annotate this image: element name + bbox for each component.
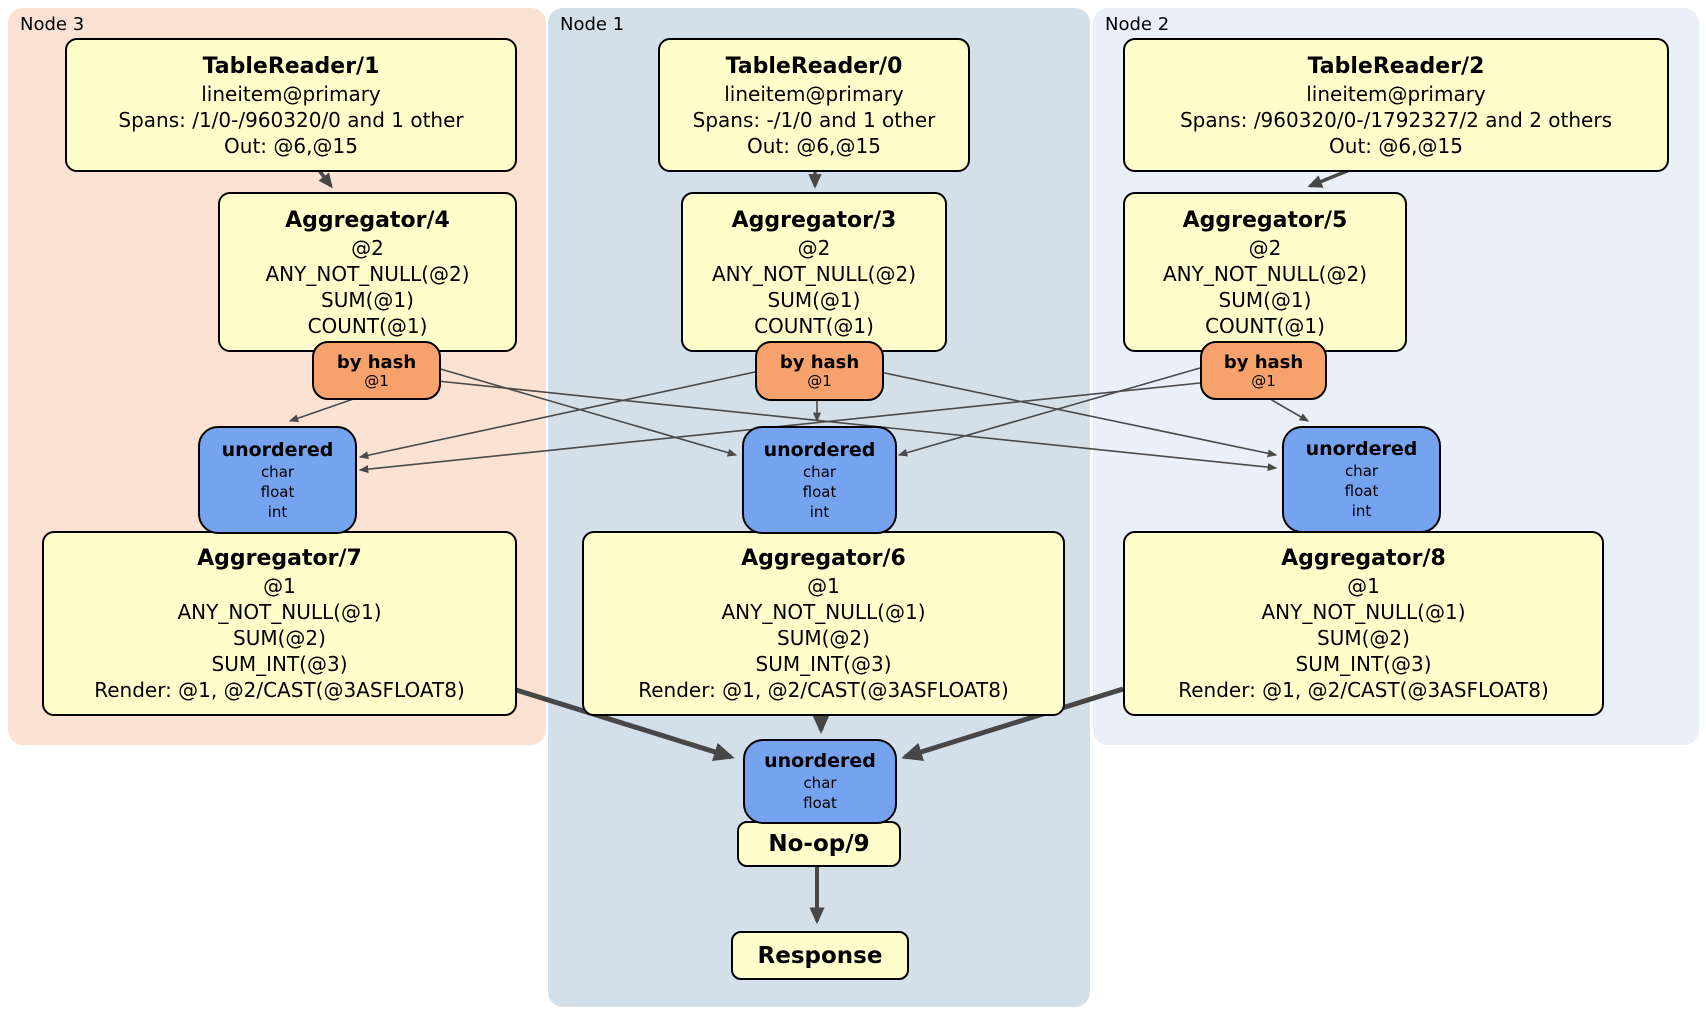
processor-detail: ANY_NOT_NULL(@1): [177, 600, 382, 624]
processor-detail: lineitem@primary: [201, 81, 381, 106]
processor-title: Aggregator/5: [1182, 207, 1348, 233]
router-by-hash-node2: by hash @1: [1200, 341, 1327, 400]
sync-detail: float: [803, 794, 837, 812]
processor-detail: @1: [807, 574, 840, 598]
router-title: by hash: [1223, 351, 1304, 373]
processor-title: TableReader/0: [725, 53, 903, 79]
processor-title: TableReader/2: [1307, 53, 1485, 79]
sync-unordered-node2: unordered char float int: [1282, 426, 1441, 533]
processor-aggregator-3: Aggregator/3 @2 ANY_NOT_NULL(@2) SUM(@1)…: [681, 192, 947, 352]
sync-unordered-final: unordered char float: [743, 739, 897, 824]
processor-aggregator-6: Aggregator/6 @1 ANY_NOT_NULL(@1) SUM(@2)…: [582, 531, 1065, 716]
sync-detail: char: [260, 462, 295, 481]
router-detail: @1: [807, 372, 832, 390]
processor-detail: SUM(@1): [1218, 287, 1312, 312]
router-title: by hash: [779, 352, 860, 373]
processor-detail: SUM(@1): [767, 287, 861, 312]
router-by-hash-node1: by hash @1: [755, 341, 884, 401]
processor-detail: ANY_NOT_NULL(@1): [1261, 600, 1466, 624]
processor-aggregator-8: Aggregator/8 @1 ANY_NOT_NULL(@1) SUM(@2)…: [1123, 531, 1604, 716]
sync-detail: char: [803, 774, 837, 792]
router-title: by hash: [336, 351, 417, 373]
processor-detail: @1: [1347, 574, 1380, 598]
processor-title: TableReader/1: [202, 53, 380, 79]
sync-detail: float: [1344, 482, 1379, 500]
processor-detail: ANY_NOT_NULL(@2): [265, 261, 470, 286]
sync-detail: int: [1351, 502, 1372, 520]
processor-title: Aggregator/7: [197, 546, 362, 571]
router-detail: @1: [364, 371, 389, 390]
processor-detail: @1: [263, 574, 296, 598]
sync-title: unordered: [1305, 438, 1418, 460]
processor-detail: lineitem@primary: [1306, 81, 1486, 106]
processor-detail: SUM_INT(@3): [1295, 652, 1432, 676]
processor-detail: COUNT(@1): [307, 313, 428, 338]
processor-detail: ANY_NOT_NULL(@2): [712, 261, 916, 286]
processor-detail: @2: [797, 235, 831, 260]
sync-detail: char: [802, 462, 837, 481]
processor-detail: Spans: /1/0-/960320/0 and 1 other: [118, 107, 464, 132]
router-detail: @1: [1251, 371, 1276, 390]
processor-tablereader-2: TableReader/2 lineitem@primary Spans: /9…: [1123, 38, 1669, 172]
processor-detail: Render: @1, @2/CAST(@3ASFLOAT8): [638, 678, 1009, 702]
region-node1-label: Node 1: [560, 14, 625, 35]
processor-title: Aggregator/4: [285, 207, 450, 233]
processor-tablereader-0: TableReader/0 lineitem@primary Spans: -/…: [658, 38, 970, 172]
processor-aggregator-4: Aggregator/4 @2 ANY_NOT_NULL(@2) SUM(@1)…: [218, 192, 517, 352]
processor-detail: @2: [1248, 235, 1282, 260]
processor-title: Aggregator/3: [731, 207, 897, 233]
processor-detail: COUNT(@1): [754, 313, 874, 338]
processor-detail: Out: @6,@15: [224, 133, 358, 158]
sync-detail: char: [1344, 462, 1379, 480]
router-by-hash-node3: by hash @1: [312, 341, 441, 400]
processor-detail: lineitem@primary: [724, 81, 904, 106]
sync-title: unordered: [763, 438, 876, 461]
sync-title: unordered: [764, 750, 876, 772]
sync-detail: int: [809, 502, 830, 521]
processor-noop-9: No-op/9: [737, 821, 901, 867]
processor-detail: SUM(@2): [777, 626, 870, 650]
processor-detail: Spans: -/1/0 and 1 other: [692, 107, 936, 132]
processor-detail: Render: @1, @2/CAST(@3ASFLOAT8): [1178, 678, 1549, 702]
sync-unordered-node3: unordered char float int: [198, 426, 357, 534]
processor-detail: SUM_INT(@3): [755, 652, 892, 676]
processor-aggregator-5: Aggregator/5 @2 ANY_NOT_NULL(@2) SUM(@1)…: [1123, 192, 1407, 352]
processor-detail: Render: @1, @2/CAST(@3ASFLOAT8): [94, 678, 465, 702]
processor-title: Aggregator/8: [1281, 546, 1446, 571]
region-node3-label: Node 3: [20, 14, 85, 35]
processor-detail: SUM_INT(@3): [211, 652, 348, 676]
processor-detail: SUM(@2): [1317, 626, 1410, 650]
sync-detail: float: [802, 482, 837, 501]
sync-detail: float: [260, 482, 295, 501]
processor-tablereader-1: TableReader/1 lineitem@primary Spans: /1…: [65, 38, 517, 172]
processor-detail: SUM(@1): [321, 287, 414, 312]
processor-detail: ANY_NOT_NULL(@2): [1163, 261, 1367, 286]
processor-detail: @2: [351, 235, 384, 260]
sync-detail: int: [267, 502, 288, 521]
processor-detail: Out: @6,@15: [1329, 133, 1463, 158]
processor-detail: COUNT(@1): [1205, 313, 1325, 338]
processor-aggregator-7: Aggregator/7 @1 ANY_NOT_NULL(@1) SUM(@2)…: [42, 531, 517, 716]
processor-detail: Spans: /960320/0-/1792327/2 and 2 others: [1179, 107, 1612, 132]
processor-title: No-op/9: [768, 831, 870, 857]
processor-detail: Out: @6,@15: [747, 133, 881, 158]
processor-detail: ANY_NOT_NULL(@1): [721, 600, 926, 624]
region-node2-label: Node 2: [1105, 14, 1170, 35]
processor-title: Aggregator/6: [741, 546, 906, 571]
sync-title: unordered: [221, 438, 334, 461]
sync-unordered-node1: unordered char float int: [742, 426, 897, 534]
response-title: Response: [757, 942, 883, 969]
processor-detail: SUM(@2): [233, 626, 326, 650]
response-box: Response: [731, 931, 909, 980]
